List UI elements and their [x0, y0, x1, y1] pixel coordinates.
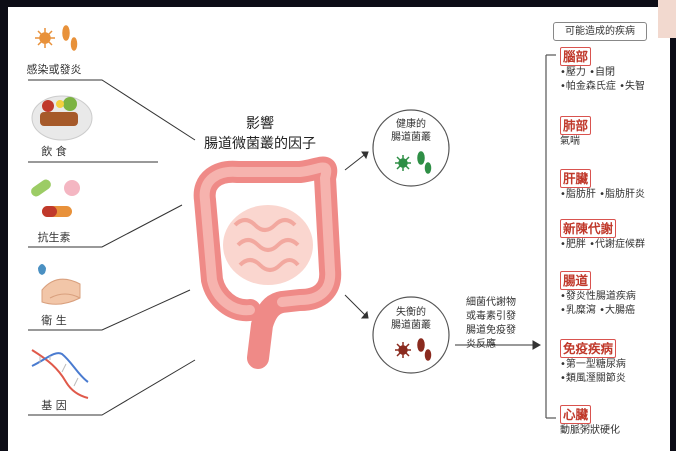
disease-item: •肥胖 •代謝症候群 [560, 239, 645, 250]
pill-icon [31, 179, 80, 217]
small-intestine [223, 205, 313, 285]
disease-item: 動脈粥狀硬化 [560, 425, 620, 436]
disease-item: •發炎性腸道疾病 [560, 291, 636, 302]
colon-highlight [199, 162, 336, 316]
connector-infection [28, 79, 196, 141]
disease-item: •帕金森氏症 •失智 [560, 81, 645, 92]
disease-item: •脂肪肝 •脂肪肝炎 [560, 189, 645, 200]
disease-item: •乳糜瀉 •大腸癌 [560, 305, 635, 316]
unhealthy-flora-label-1: 失衡的 [396, 307, 426, 318]
dna-icon [31, 349, 89, 399]
disease-name: 肺部 [560, 116, 592, 135]
disease-lung: 肺部 氣喘 [560, 115, 592, 149]
disease-name: 新陳代謝 [560, 219, 617, 238]
mechanism-line: 細菌代謝物 [466, 297, 516, 308]
factor-label-infection: 感染或發炎 [26, 63, 82, 76]
mechanism-line: 腸道免疫發 [466, 325, 516, 336]
diagram-title-line2: 腸道微菌叢的因子 [204, 136, 316, 152]
bad-microbe-icon [395, 338, 432, 361]
connector-hygiene [28, 289, 191, 331]
connector-antibiotic [28, 204, 183, 248]
disease-name: 腦部 [560, 47, 592, 66]
disease-name: 心臟 [560, 405, 592, 424]
microbe-icon [35, 25, 78, 51]
mechanism-line: 或毒素引發 [466, 311, 516, 322]
corner-decoration [658, 0, 676, 38]
intestine-illustration [193, 156, 342, 369]
disease-name: 免疫疾病 [560, 339, 617, 358]
disease-bracket [545, 54, 556, 419]
factor-label-food: 飲 食 [41, 145, 67, 158]
factor-label-hygiene: 衛 生 [41, 314, 67, 327]
connector-gene [28, 359, 196, 416]
factor-label-gene: 基 因 [41, 399, 67, 412]
disease-immune: 免疫疾病 •第一型糖尿病 •類風溼關節炎 [560, 338, 626, 386]
healthy-microbe-icon [395, 151, 432, 174]
disease-item: •類風溼關節炎 [560, 373, 626, 384]
mechanism-line: 炎反應 [466, 339, 496, 350]
disease-name: 腸道 [560, 271, 592, 290]
factor-lines [28, 79, 196, 416]
factor-label-antibiotic: 抗生素 [37, 231, 71, 244]
disease-heart: 心臟 動脈粥狀硬化 [560, 404, 620, 438]
disease-liver: 肝臟 •脂肪肝 •脂肪肝炎 [560, 168, 645, 202]
disease-item: •第一型糖尿病 [560, 359, 626, 370]
diseases-header: 可能造成的疾病 [553, 22, 647, 41]
food-plate-icon [31, 95, 93, 141]
diagram-panel [8, 7, 670, 451]
disease-name: 肝臟 [560, 169, 592, 188]
healthy-flora-label-2: 腸道菌叢 [391, 132, 431, 143]
disease-metabolism: 新陳代謝 •肥胖 •代謝症候群 [560, 218, 645, 252]
healthy-flora-label-1: 健康的 [396, 119, 426, 130]
disease-item: •壓力 •自閉 [560, 67, 615, 78]
diagram-title-line1: 影響 [246, 116, 274, 132]
unhealthy-flora-label-2: 腸道菌叢 [391, 320, 431, 331]
mechanism-text: 細菌代謝物 或毒素引發 腸道免疫發 炎反應 [466, 296, 516, 352]
disease-brain: 腦部 •壓力 •自閉 •帕金森氏症 •失智 [560, 46, 645, 94]
disease-item: 氣喘 [560, 136, 580, 147]
arrow-to-unhealthy [344, 294, 369, 319]
disease-intestine: 腸道 •發炎性腸道疾病 •乳糜瀉 •大腸癌 [560, 270, 636, 318]
handwash-icon [38, 264, 81, 305]
